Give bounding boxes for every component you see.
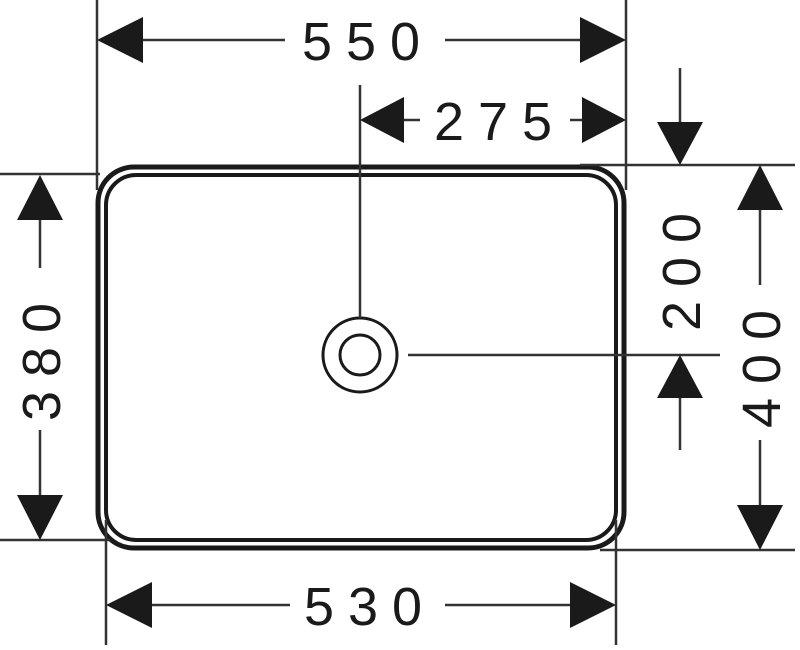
dimension-label-380: 380 (12, 289, 72, 421)
dimension-label-550: 550 (302, 12, 434, 72)
dimension-275: 275 (360, 92, 626, 152)
dimension-380: 380 (12, 175, 72, 540)
dimension-200: 200 (652, 68, 712, 450)
dimension-400: 400 (732, 165, 792, 550)
dimension-550: 550 (97, 12, 626, 72)
dimension-label-400: 400 (732, 296, 792, 428)
drain-inner (338, 333, 382, 377)
dimension-label-530: 530 (304, 577, 436, 637)
dimension-label-200: 200 (652, 199, 712, 331)
drain-outer (321, 316, 399, 394)
dimension-label-275: 275 (434, 92, 566, 152)
dimension-530: 530 (106, 577, 616, 637)
